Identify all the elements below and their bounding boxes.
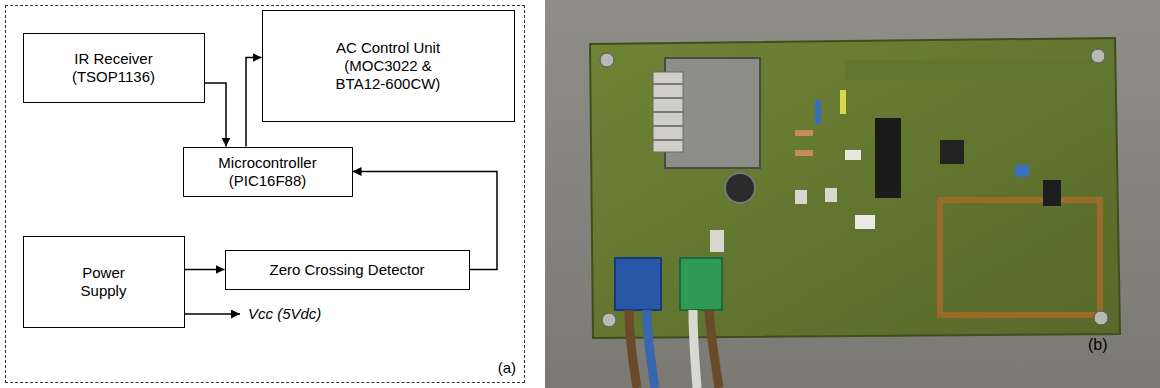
box-label: Zero Crossing Detector — [269, 261, 424, 279]
box-label: Power Supply — [73, 264, 135, 300]
box-label: IR Receiver (TSOP1136) — [64, 50, 164, 86]
signal-arrow — [185, 269, 225, 271]
supply-voltage-label: Vcc (5Vdc) — [248, 305, 321, 322]
detector-box: Zero Crossing Detector — [225, 250, 470, 290]
vcc-arrow — [185, 313, 240, 315]
signal-arrow — [246, 58, 262, 147]
signal-arrow — [205, 83, 227, 147]
pcb-photo — [545, 0, 1160, 388]
box-label: Microcontroller (PIC16F88) — [210, 154, 325, 190]
microcontroller-box: Microcontroller (PIC16F88) — [183, 147, 353, 197]
system-boundary: (a) IR Receiver (TSOP1136) AC Control Unit… — [5, 5, 525, 383]
control-unit-box: AC Control Unit (MOC3022 & BTA12-600CW) — [262, 10, 515, 122]
figure-letter: (a) — [498, 359, 516, 377]
box-label: AC Control Unit (MOC3022 & BTA12-600CW) — [327, 39, 449, 93]
figure-letter: (b) — [1088, 336, 1108, 354]
power-supply-box: Power Supply — [23, 236, 185, 328]
receiver-box: IR Receiver (TSOP1136) — [23, 33, 205, 103]
